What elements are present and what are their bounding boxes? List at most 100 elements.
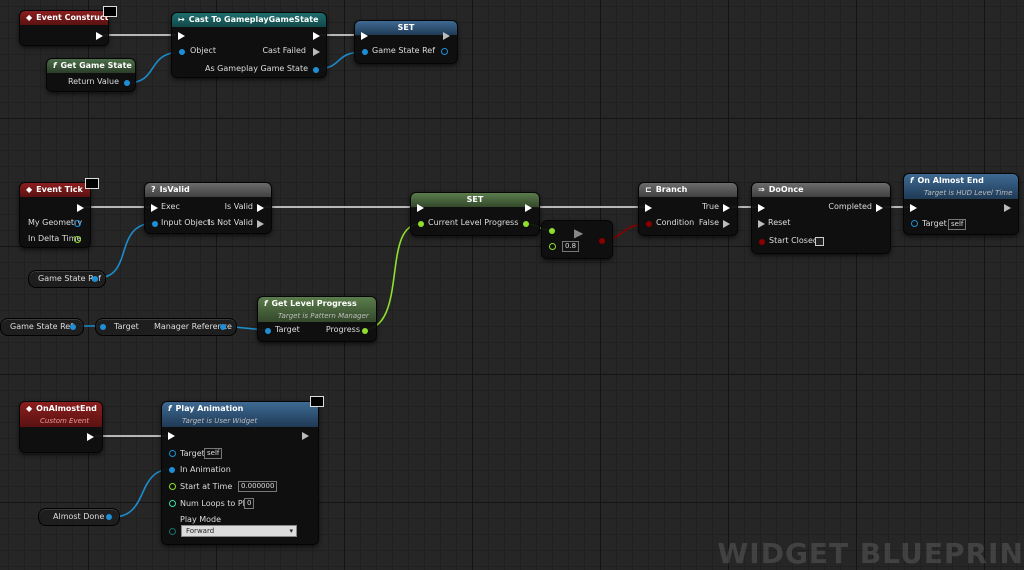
game-state-ref-pin[interactable]: [362, 49, 368, 55]
set-current-level-progress-node[interactable]: SET Current Level Progress: [410, 192, 540, 236]
play-mode-dropdown[interactable]: Forward ▾: [181, 525, 297, 537]
compare-float-node[interactable]: 0.8 ▶: [541, 220, 613, 259]
exec-in-pin[interactable]: [758, 204, 765, 212]
game-state-ref-variable[interactable]: Game State Ref: [28, 270, 106, 288]
target-self-box[interactable]: self: [204, 448, 223, 459]
start-at-time-box[interactable]: 0.000000: [238, 481, 278, 492]
start-at-time-pin[interactable]: [169, 483, 176, 490]
false-pin[interactable]: [723, 220, 730, 228]
event-tick-header: ◆Event Tick: [20, 183, 90, 197]
game-state-ref-out-pin[interactable]: [441, 48, 448, 55]
compare-a-pin[interactable]: [549, 228, 555, 234]
game-state-ref-label: Game State Ref: [372, 46, 436, 55]
doonce-node[interactable]: ⇒DoOnce Completed Reset Start Closed: [751, 182, 891, 254]
game-state-ref-var-2-pin[interactable]: [70, 324, 76, 330]
isvalid-title: IsValid: [159, 185, 190, 194]
in-animation-label: In Animation: [180, 465, 231, 474]
set-title: SET: [397, 23, 415, 32]
set-header: SET: [355, 21, 457, 35]
reset-pin[interactable]: [758, 220, 765, 228]
start-closed-checkbox[interactable]: [815, 237, 824, 246]
exec-out-pin[interactable]: [313, 32, 320, 40]
as-gameplay-game-state-label: As Gameplay Game State: [204, 64, 308, 73]
game-state-ref-var-pin[interactable]: [92, 276, 98, 282]
cast-failed-pin[interactable]: [313, 48, 320, 56]
exec-out-pin[interactable]: [443, 32, 450, 40]
event-construct-title: Event Construct: [36, 13, 109, 22]
monitor-icon: [310, 396, 324, 407]
exec-label: Exec: [161, 202, 180, 211]
current-level-progress-out-pin[interactable]: [523, 221, 529, 227]
condition-pin[interactable]: [646, 221, 652, 227]
event-tick-node[interactable]: ◆Event Tick My Geometry In Delta Time: [19, 178, 99, 248]
game-state-ref-var-2-label: Game State Ref: [10, 322, 74, 331]
progress-pin[interactable]: [362, 328, 368, 334]
is-not-valid-pin[interactable]: [257, 220, 264, 228]
set-game-state-ref-node[interactable]: SET Game State Ref: [354, 20, 458, 64]
input-object-label: Input Object: [161, 218, 211, 227]
return-value-pin[interactable]: [124, 80, 130, 86]
target-pin[interactable]: [911, 220, 918, 227]
exec-out-pin[interactable]: [1004, 204, 1011, 212]
cast-title: Cast To GameplayGameState: [188, 15, 319, 24]
event-construct-header: ◆Event Construct: [20, 11, 108, 25]
almost-done-var-pin[interactable]: [106, 514, 112, 520]
exec-in-pin[interactable]: [178, 32, 185, 40]
exec-in-pin[interactable]: [645, 204, 652, 212]
in-delta-time-label: In Delta Time: [28, 234, 82, 243]
play-animation-title: Play Animation: [175, 404, 244, 413]
true-pin[interactable]: [723, 204, 730, 212]
is-valid-pin[interactable]: [257, 204, 264, 212]
almost-done-variable[interactable]: Almost Done: [38, 508, 120, 526]
compare-value-box[interactable]: 0.8: [562, 241, 580, 252]
input-object-pin[interactable]: [152, 221, 158, 227]
completed-pin[interactable]: [876, 204, 883, 212]
manager-reference-pin[interactable]: [220, 324, 226, 330]
object-pin[interactable]: [179, 49, 185, 55]
compare-result-pin[interactable]: [599, 238, 605, 244]
get-game-state-title: Get Game State: [60, 61, 132, 70]
manager-target-pin[interactable]: [100, 324, 106, 330]
play-mode-pin[interactable]: [169, 528, 176, 535]
my-geometry-pin[interactable]: [74, 220, 81, 227]
exec-out-pin[interactable]: [87, 433, 94, 441]
num-loops-box[interactable]: 0: [244, 498, 255, 509]
cast-gamestate-node[interactable]: ↦Cast To GameplayGameState Object Cast F…: [171, 12, 327, 78]
target-self-box[interactable]: self: [948, 219, 967, 230]
target-pin[interactable]: [169, 450, 176, 457]
in-delta-time-pin[interactable]: [74, 236, 81, 243]
exec-out-pin[interactable]: [96, 32, 103, 40]
object-label: Object: [190, 46, 217, 55]
my-geometry-label: My Geometry: [28, 218, 83, 227]
exec-out-pin[interactable]: [525, 204, 532, 212]
game-state-ref-variable-2[interactable]: Game State Ref: [0, 318, 84, 336]
as-gameplay-game-state-pin[interactable]: [313, 67, 319, 73]
exec-in-pin[interactable]: [361, 32, 368, 40]
start-closed-pin[interactable]: [759, 239, 765, 245]
isvalid-node[interactable]: ?IsValid Exec Is Valid Input Object Is N…: [144, 182, 272, 234]
compare-b-pin[interactable]: [549, 243, 556, 250]
custom-event-subtitle: Custom Event: [40, 417, 90, 425]
level-progress-target-pin[interactable]: [265, 328, 271, 334]
exec-out-pin[interactable]: [302, 432, 309, 440]
manager-reference-getter[interactable]: Target Manager Reference: [95, 318, 237, 336]
branch-node[interactable]: ⊏Branch True Condition False: [638, 182, 738, 236]
num-loops-pin[interactable]: [169, 500, 176, 507]
exec-in-pin[interactable]: [151, 204, 158, 212]
exec-in-pin[interactable]: [168, 432, 175, 440]
in-animation-pin[interactable]: [169, 467, 175, 473]
branch-title: Branch: [655, 185, 688, 194]
exec-in-pin[interactable]: [910, 204, 917, 212]
exec-in-pin[interactable]: [417, 204, 424, 212]
current-level-progress-pin[interactable]: [418, 221, 424, 227]
exec-out-pin[interactable]: [77, 204, 84, 212]
event-construct-node[interactable]: ◆Event Construct: [19, 6, 117, 46]
